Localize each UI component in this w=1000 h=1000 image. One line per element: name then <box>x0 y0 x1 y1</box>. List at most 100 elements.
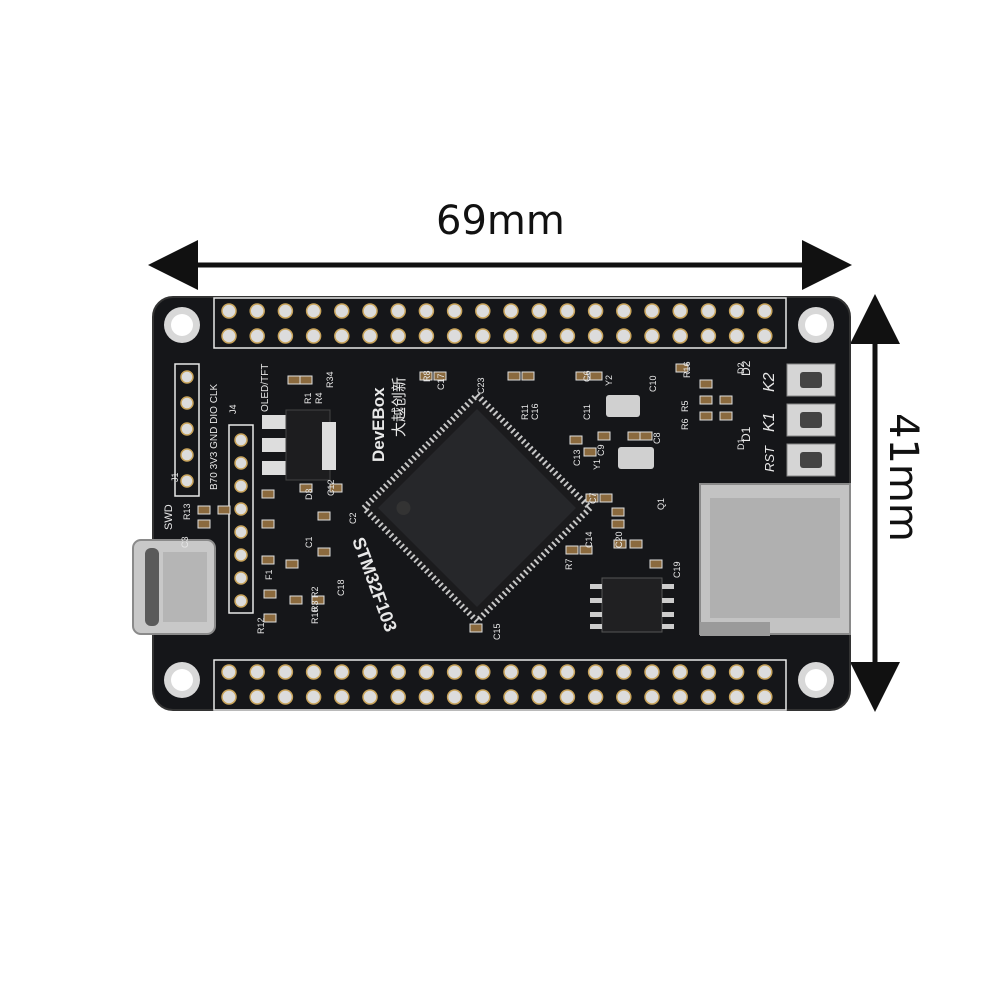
header-pin <box>362 328 378 344</box>
smd-component <box>639 431 653 441</box>
header-pin <box>728 328 745 344</box>
header-pin <box>644 328 660 344</box>
smd-component <box>329 483 343 493</box>
designator-label: R10 <box>310 607 320 624</box>
voltage-regulator <box>262 409 336 481</box>
designator-label: R5 <box>680 400 690 412</box>
header-pin <box>277 664 294 680</box>
header-pin <box>503 328 519 344</box>
smd-component <box>629 539 643 549</box>
header-pin <box>531 664 547 680</box>
smd-component <box>289 595 303 605</box>
smd-component <box>197 505 211 515</box>
header-pin <box>180 370 194 384</box>
smd-component <box>613 539 627 549</box>
header-pin <box>757 664 773 680</box>
designator-label: C9 <box>596 444 606 456</box>
smd-component <box>217 505 231 515</box>
designator-label: R13 <box>182 503 192 520</box>
header-pin <box>234 433 248 447</box>
header-pin <box>700 328 717 344</box>
header-pin <box>644 303 660 319</box>
designator-label: C8 <box>652 432 662 444</box>
header-pin <box>221 303 237 319</box>
pin-header-label: B70 3V3 GND DIO CLK <box>209 384 220 490</box>
header-pin <box>277 689 294 705</box>
designator-label: R3 <box>310 600 320 612</box>
designator-label: C16 <box>530 403 540 420</box>
designator-label: C1 <box>304 536 314 548</box>
crystal-y2 <box>606 395 640 417</box>
header-pin <box>672 303 688 319</box>
top-pin-header <box>221 303 773 344</box>
button-rst[interactable] <box>786 443 836 477</box>
header-pin <box>616 664 632 680</box>
smd-component <box>719 395 733 405</box>
header-pin <box>700 664 717 680</box>
header-pin <box>446 328 463 344</box>
header-pin <box>503 689 519 705</box>
header-pin <box>234 502 248 516</box>
header-pin <box>728 303 745 319</box>
smd-component <box>649 559 663 569</box>
smd-component <box>263 613 277 623</box>
header-pin <box>221 664 237 680</box>
header-pin <box>616 328 632 344</box>
header-pin <box>305 328 322 344</box>
smd-component <box>699 411 713 421</box>
smd-component <box>261 489 275 499</box>
header-pin <box>418 303 435 319</box>
designator-label: C19 <box>672 561 682 578</box>
designator-label: C20 <box>614 531 624 548</box>
button-k1[interactable] <box>786 403 836 437</box>
header-pin <box>234 571 248 585</box>
designator-label: C15 <box>492 623 502 640</box>
header-pin <box>672 328 688 344</box>
header-pin <box>305 664 322 680</box>
header-pin <box>418 328 435 344</box>
swd-pin-header <box>180 370 194 488</box>
designator-label: Q1 <box>656 498 666 510</box>
header-pin <box>757 689 773 705</box>
header-pin <box>390 303 406 319</box>
smd-component <box>699 379 713 389</box>
header-pin <box>180 448 194 462</box>
label-rst: RST <box>762 445 777 472</box>
header-pin <box>334 689 350 705</box>
header-pin <box>180 474 194 488</box>
smd-component <box>311 595 325 605</box>
oled-pin-header <box>234 433 248 608</box>
smd-component <box>433 371 447 381</box>
button-k2[interactable] <box>786 363 836 397</box>
smd-component <box>627 431 641 441</box>
designator-label: R11 <box>520 404 530 420</box>
swd-header-outline <box>174 363 200 497</box>
smd-component <box>285 559 299 569</box>
header-pin <box>334 303 350 319</box>
header-pin <box>446 303 463 319</box>
smd-component <box>299 375 313 385</box>
header-pin <box>700 689 717 705</box>
smd-component <box>569 435 583 445</box>
designator-label: C12 <box>326 479 336 496</box>
designator-label: Y1 <box>592 459 602 470</box>
header-pin <box>334 328 350 344</box>
header-pin <box>757 303 773 319</box>
header-pin <box>531 303 547 319</box>
header-pin <box>390 328 406 344</box>
header-pin <box>180 396 194 410</box>
label-k1: K1 <box>761 412 778 432</box>
smd-component <box>419 371 433 381</box>
designator-label: D3 <box>304 488 314 500</box>
header-pin <box>672 689 688 705</box>
header-pin <box>503 303 519 319</box>
designator-label: F1 <box>264 569 274 580</box>
header-pin <box>616 303 632 319</box>
header-pin <box>587 664 604 680</box>
header-pin <box>234 479 248 493</box>
brand-cn-label: 大越创新 <box>391 377 408 437</box>
smd-component <box>579 545 593 555</box>
designator-label: R6 <box>680 418 690 430</box>
